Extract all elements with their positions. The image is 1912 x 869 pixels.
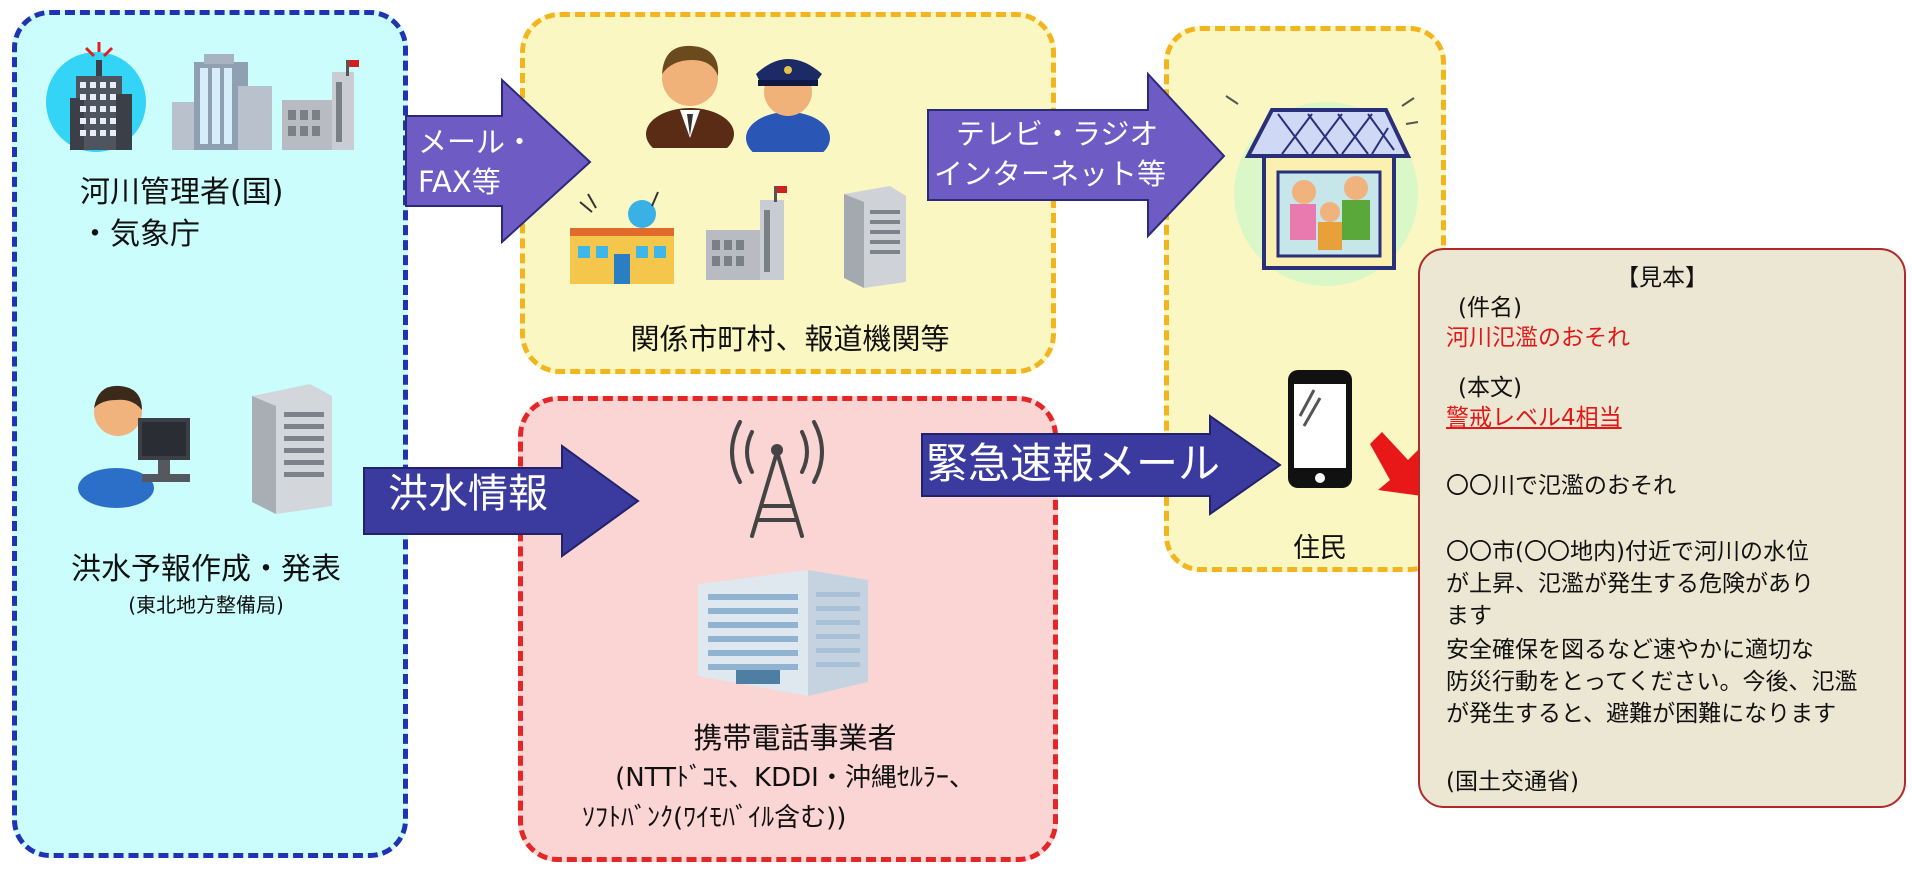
- red-pointer-arrow: [1370, 432, 1422, 496]
- family-house-icon: [1225, 95, 1419, 286]
- sample-body-line-6: 防災行動をとってください。今後、氾濫: [1446, 669, 1858, 695]
- factory-icon: [282, 60, 359, 150]
- police-officer-icon: [746, 59, 830, 152]
- mobile-carriers-list-2: ｿﾌﾄﾊﾞﾝｸ(ﾜｲﾓﾊﾞｲﾙ含む)): [582, 803, 847, 833]
- carrier-headquarters-icon: [698, 570, 868, 696]
- sample-subject: 河川氾濫のおそれ: [1446, 325, 1630, 351]
- municipalities-label: 関係市町村、報道機関等: [630, 322, 950, 356]
- tv-radio-arrow: [927, 71, 1226, 239]
- sample-body-label: (本文): [1458, 375, 1522, 401]
- flood-forecast-title: 洪水予報作成・発表: [71, 552, 341, 587]
- flood-info-arrow-label: 洪水情報: [388, 471, 548, 517]
- sample-body-line-4: ます: [1446, 603, 1492, 629]
- mobile-carriers-list-1: (NTTﾄﾞｺﾓ、KDDI・沖縄ｾﾙﾗｰ、: [615, 763, 975, 793]
- river-admin-label: 河川管理者(国) ・気象庁: [80, 172, 360, 256]
- tv-radio-line2: インターネット等: [934, 157, 1167, 191]
- emergency-mail-arrow: [921, 414, 1282, 516]
- flood-forecast-office: (東北地方整備局): [128, 593, 284, 617]
- office-building-icon: [172, 54, 272, 150]
- river-admin-panel: [12, 10, 408, 858]
- residents-label: 住民: [1293, 533, 1347, 564]
- mail-fax-line1: メール・: [418, 125, 535, 159]
- mobile-carriers-title: 携帯電話事業者: [693, 721, 897, 755]
- businessman-icon: [646, 45, 734, 148]
- sample-body-line-1: 〇〇川で氾濫のおそれ: [1446, 473, 1676, 499]
- media-server-icon: [844, 186, 906, 288]
- river-admin-label-line2: ・気象庁: [80, 217, 200, 252]
- operator-at-computer-icon: [78, 385, 190, 508]
- sample-subject-label: (件名): [1458, 295, 1522, 321]
- sample-body-line-7: が発生すると、避難が困難になります: [1446, 701, 1837, 727]
- server-icon: [252, 384, 332, 514]
- mail-fax-arrow: [405, 77, 592, 245]
- tv-radio-arrow-label: テレビ・ラジオ インターネット等: [934, 114, 1166, 194]
- city-hall-icon: [706, 186, 787, 280]
- river-admin-label-line1: 河川管理者(国): [80, 175, 284, 210]
- emergency-mail-arrow-label: 緊急速報メール: [926, 439, 1221, 488]
- flood-forecast-label: 洪水予報作成・発表 (東北地方整備局): [36, 550, 376, 620]
- smartphone-icon: [1288, 370, 1352, 488]
- sample-alert-level: 警戒レベル4相当: [1446, 405, 1622, 431]
- mail-fax-line2: FAX等: [418, 165, 501, 199]
- flood-info-arrow: [363, 444, 640, 558]
- government-building-icon: [46, 42, 146, 152]
- mobile-carriers-label: 携帯電話事業者 (NTTﾄﾞｺﾓ、KDDI・沖縄ｾﾙﾗｰ、 ｿﾌﾄﾊﾞﾝｸ(ﾜｲ…: [560, 718, 1030, 838]
- sample-footer: (国土交通省): [1446, 769, 1579, 795]
- broadcast-station-icon: [570, 191, 674, 284]
- sample-body-line-2: 〇〇市(〇〇地内)付近で河川の水位: [1446, 539, 1809, 565]
- mail-fax-arrow-label: メール・ FAX等: [418, 122, 534, 202]
- radio-tower-icon: [730, 420, 824, 538]
- sample-header: 【見本】: [1616, 265, 1708, 291]
- sample-body-line-3: が上昇、氾濫が発生する危険があり: [1446, 571, 1814, 597]
- sample-body-line-5: 安全確保を図るなど速やかに適切な: [1446, 637, 1814, 663]
- tv-radio-line1: テレビ・ラジオ: [956, 117, 1159, 151]
- sample-message-box: 【見本】 (件名) 河川氾濫のおそれ (本文) 警戒レベル4相当 〇〇川で氾濫の…: [1418, 248, 1906, 808]
